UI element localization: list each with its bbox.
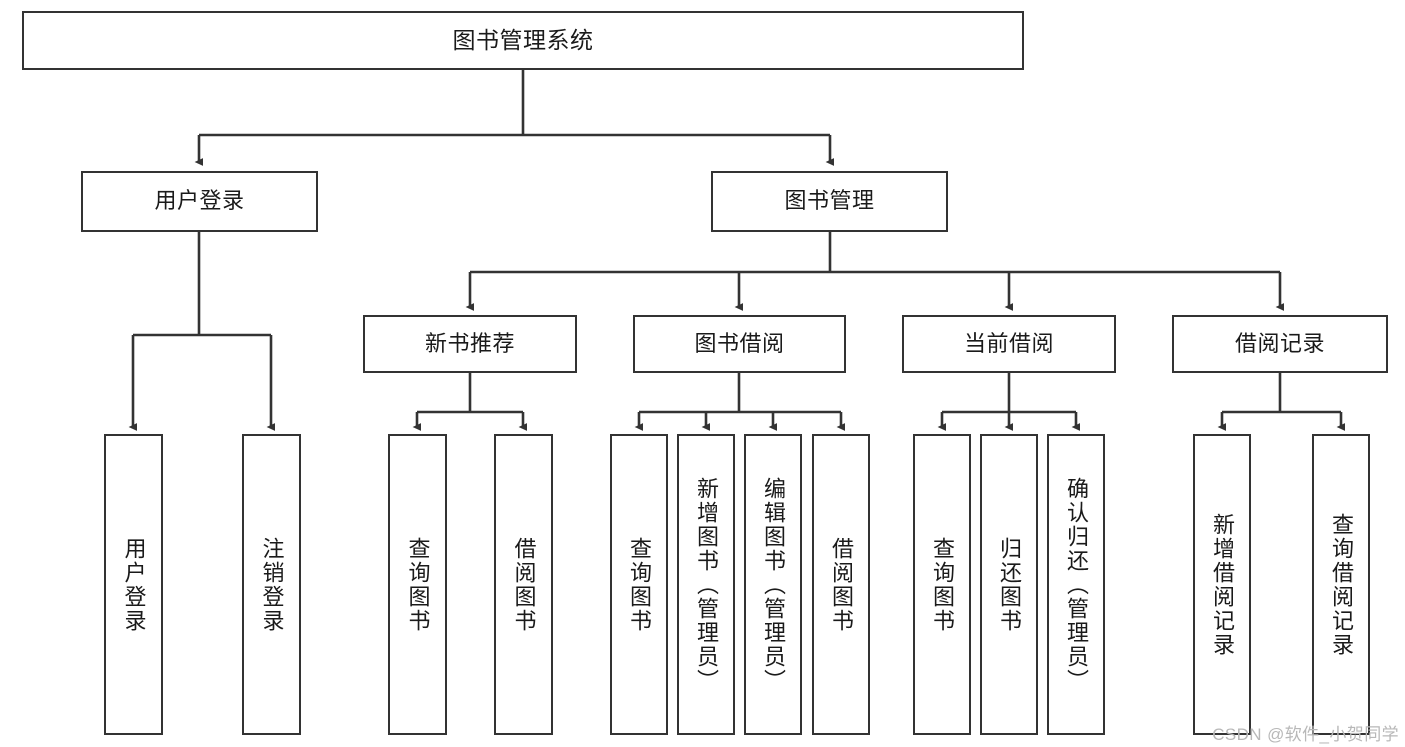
node-label: 图书管理系统 xyxy=(452,26,594,53)
watermark: CSDN @软件_小贺同学 xyxy=(1212,725,1399,744)
node-label: 借阅图书 xyxy=(829,536,854,633)
node-label: 查询图书 xyxy=(930,536,955,633)
leaf-add-book-admin[interactable]: 新增图书（管理员） xyxy=(677,434,735,735)
node-label: 用户登录 xyxy=(121,536,147,633)
node-label: 图书管理 xyxy=(784,188,875,214)
node-label: 查询图书 xyxy=(627,536,652,633)
leaf-add-borrow-record[interactable]: 新增借阅记录 xyxy=(1193,434,1251,735)
node-book-borrowing[interactable]: 图书借阅 xyxy=(633,315,846,373)
leaf-edit-book-admin[interactable]: 编辑图书（管理员） xyxy=(744,434,802,735)
node-label: 编辑图书（管理员） xyxy=(761,476,786,693)
leaf-user-login[interactable]: 用户登录 xyxy=(104,434,163,735)
node-borrowing-records[interactable]: 借阅记录 xyxy=(1172,315,1388,373)
leaf-borrow-book-recommend[interactable]: 借阅图书 xyxy=(494,434,553,735)
node-label: 用户登录 xyxy=(154,188,245,214)
node-root-book-management-system[interactable]: 图书管理系统 xyxy=(22,11,1024,70)
node-book-management[interactable]: 图书管理 xyxy=(711,171,948,232)
leaf-query-book-borrow[interactable]: 查询图书 xyxy=(610,434,668,735)
node-label: 借阅记录 xyxy=(1234,330,1325,356)
node-new-book-recommendation[interactable]: 新书推荐 xyxy=(363,315,577,373)
leaf-query-book-current[interactable]: 查询图书 xyxy=(913,434,971,735)
node-label: 查询图书 xyxy=(405,536,431,633)
node-label: 当前借阅 xyxy=(963,330,1054,356)
leaf-return-book[interactable]: 归还图书 xyxy=(980,434,1038,735)
node-label: 查询借阅记录 xyxy=(1329,512,1354,657)
leaf-borrow-book[interactable]: 借阅图书 xyxy=(812,434,870,735)
node-label: 确认归还（管理员） xyxy=(1064,476,1089,693)
leaf-query-borrow-record[interactable]: 查询借阅记录 xyxy=(1312,434,1370,735)
node-label: 新增借阅记录 xyxy=(1210,512,1235,657)
node-label: 新书推荐 xyxy=(424,330,515,356)
node-user-login[interactable]: 用户登录 xyxy=(81,171,318,232)
node-label: 归还图书 xyxy=(997,536,1022,633)
node-label: 图书借阅 xyxy=(694,330,785,356)
leaf-confirm-return-admin[interactable]: 确认归还（管理员） xyxy=(1047,434,1105,735)
leaf-logout[interactable]: 注销登录 xyxy=(242,434,301,735)
node-label: 借阅图书 xyxy=(511,536,537,633)
leaf-query-book-recommend[interactable]: 查询图书 xyxy=(388,434,447,735)
node-current-borrowing[interactable]: 当前借阅 xyxy=(902,315,1116,373)
node-label: 注销登录 xyxy=(259,536,285,633)
node-label: 新增图书（管理员） xyxy=(694,476,719,693)
